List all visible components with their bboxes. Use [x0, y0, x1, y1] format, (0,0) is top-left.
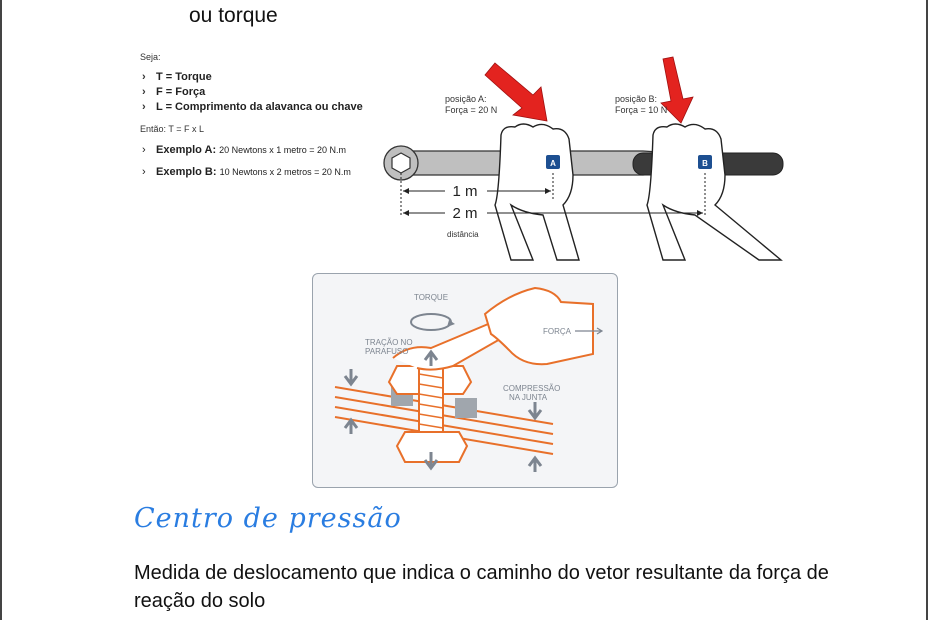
definition-text: F = Força [156, 86, 206, 98]
compression-label-2: NA JUNTA [509, 393, 548, 402]
marker-b [698, 155, 712, 169]
compression-arrow-up [343, 417, 359, 434]
example-b-label: Exemplo B: [156, 166, 217, 178]
dim-2m-label: 2 m [452, 205, 477, 222]
hand-a [494, 123, 580, 261]
tension-arrow-down [423, 452, 439, 471]
definition-text: L = Comprimento da alavanca ou chave [156, 101, 363, 113]
hand-b [646, 123, 783, 261]
hand-outline [483, 286, 594, 366]
wrench-socket [391, 152, 411, 174]
force-arrow-b [660, 56, 694, 124]
example-b-text: 10 Newtons x 2 metros = 20 N.m [219, 167, 351, 177]
pos-a-force: Força = 20 N [445, 105, 497, 115]
example-a-label: Exemplo A: [156, 144, 217, 156]
pos-a-title: posição A: [445, 94, 487, 104]
marker-a [546, 155, 560, 169]
compression-arrow-down [527, 402, 543, 421]
bolt-joint-svg: TORQUE FORÇA TRAÇÃO NO PARAFUSO COMPRESS… [334, 286, 604, 472]
pos-b-force: Força = 10 N [615, 105, 667, 115]
torque-label: TORQUE [414, 293, 448, 302]
torque-arrowhead [447, 320, 455, 327]
chevron-icon: › [142, 166, 146, 178]
definition-text: T = Torque [156, 71, 212, 83]
chevron-icon: › [142, 71, 146, 83]
tension-label-1: TRAÇÃO NO [365, 338, 413, 347]
chevron-icon: › [142, 144, 146, 156]
example-b: › Exemplo B: 10 Newtons x 2 metros = 20 N… [142, 166, 390, 178]
chevron-icon: › [142, 101, 146, 113]
chevron-icon: › [142, 86, 146, 98]
bolt-thread [418, 373, 444, 439]
formula-block: Seja: › T = Torque › F = Força › L = Compri… [140, 52, 390, 178]
tension-label-2: PARAFUSO [365, 347, 408, 356]
formula-then: Então: T = F x L [140, 124, 204, 134]
distance-label: distância [447, 230, 479, 239]
body-text: Medida de deslocamento que indica o cami… [134, 562, 829, 612]
force-arrow [575, 327, 604, 335]
example-a-text: 20 Newtons x 1 metro = 20 N.m [219, 145, 346, 155]
tension-arrow-up [423, 349, 439, 366]
compression-zone [455, 398, 477, 418]
compression-arrow-up [527, 455, 543, 472]
force-label: FORÇA [543, 327, 572, 336]
wrench-illustration: A B posição A: Força = 20 N posição B: F… [383, 56, 784, 261]
torque-rotation-icon [410, 313, 452, 331]
pos-b-title: posição B: [615, 94, 657, 104]
dim-1m-label: 1 m [452, 183, 477, 200]
force-arrow-a [484, 62, 548, 122]
top-text-fragment: ou torque [189, 4, 278, 27]
definition-torque: › T = Torque [142, 71, 390, 83]
marker-a-label: A [550, 159, 556, 168]
section-title: Centro de pressão [134, 503, 402, 534]
definition-length: › L = Comprimento da alavanca ou chave [142, 101, 390, 113]
example-a: › Exemplo A: 20 Newtons x 1 metro = 20 N.… [142, 144, 390, 156]
marker-b-label: B [702, 159, 708, 168]
formula-intro: Seja: [140, 52, 161, 62]
compression-label-1: COMPRESSÃO [503, 384, 560, 393]
bolt-joint-illustration: TORQUE FORÇA TRAÇÃO NO PARAFUSO COMPRESS… [312, 273, 618, 488]
definition-force: › F = Força [142, 86, 390, 98]
compression-arrow-down [343, 369, 359, 387]
bolt-nut [395, 431, 469, 463]
